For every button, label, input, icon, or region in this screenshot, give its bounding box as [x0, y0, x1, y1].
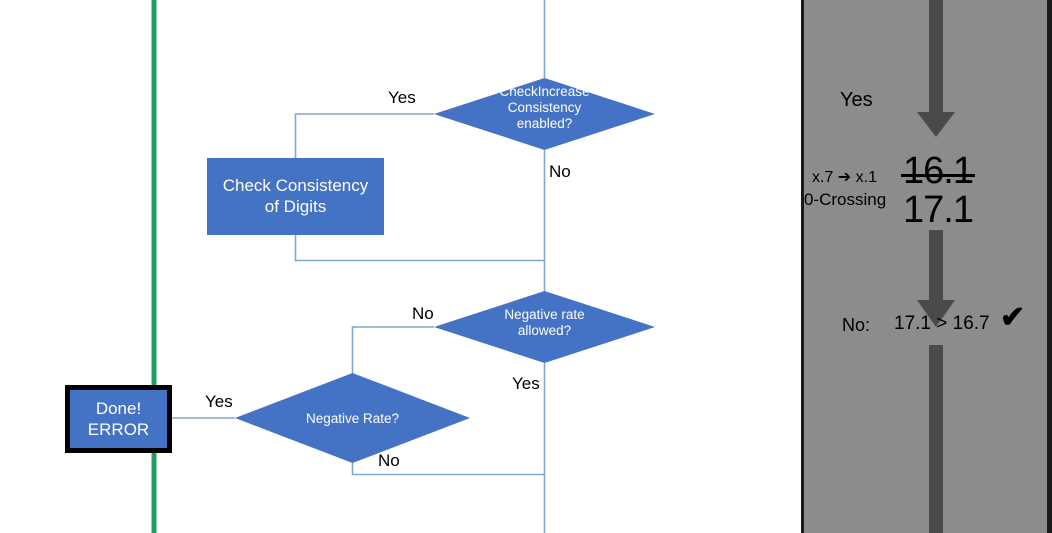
check-mark-icon: ✔ — [1000, 301, 1026, 334]
edge-negative-no — [351, 463, 545, 476]
process-check-consistency-of-digits[interactable]: Check Consistency of Digits — [207, 158, 384, 235]
edge-label-allowed-yes: Yes — [512, 374, 540, 393]
edge-increase-yes — [294, 113, 434, 158]
panel-yes-label: Yes — [840, 89, 873, 111]
edge-label-increase-no: No — [549, 162, 571, 181]
edge-label-negative-no: No — [378, 451, 400, 470]
panel-arrow-layer — [917, 0, 955, 533]
process-check-consistency-of-digits-label: Check Consistency of Digits — [222, 176, 369, 216]
down-arrow-middle — [917, 230, 955, 327]
terminator-done-error-label: Done! ERROR — [87, 398, 150, 439]
panel-value-struck: 16.1 — [903, 150, 974, 193]
panel-row1-label: x.7 ➔ x.1 — [812, 169, 877, 186]
down-arrow-bottom — [929, 345, 943, 533]
panel-row2-label: 0-Crossing — [804, 190, 887, 209]
terminator-done-error[interactable]: Done! ERROR — [65, 385, 172, 453]
decision-negative-rate-allowed — [434, 291, 655, 363]
panel-value-current: 17.1 — [903, 189, 974, 231]
edge-label-allowed-no: No — [412, 304, 434, 323]
panel-result-expression: 17.1 > 16.7 — [894, 313, 990, 334]
decision-negative-rate — [235, 373, 470, 463]
panel-value-struck-text: 16.1 — [903, 150, 974, 192]
down-arrow-top — [917, 0, 955, 137]
edge-allowed-no — [351, 326, 434, 373]
annotation-panel: Yes x.7 ➔ x.1 0-Crossing 16.1 17.1 No: 1… — [801, 0, 1052, 533]
edge-label-increase-yes: Yes — [388, 88, 416, 107]
edge-label-negative-yes: Yes — [205, 392, 233, 411]
panel-right-edge — [1047, 0, 1052, 533]
decision-check-increase-consistency — [434, 78, 655, 150]
panel-result-prefix: No: — [842, 315, 871, 335]
edge-consistency-return — [294, 235, 545, 262]
